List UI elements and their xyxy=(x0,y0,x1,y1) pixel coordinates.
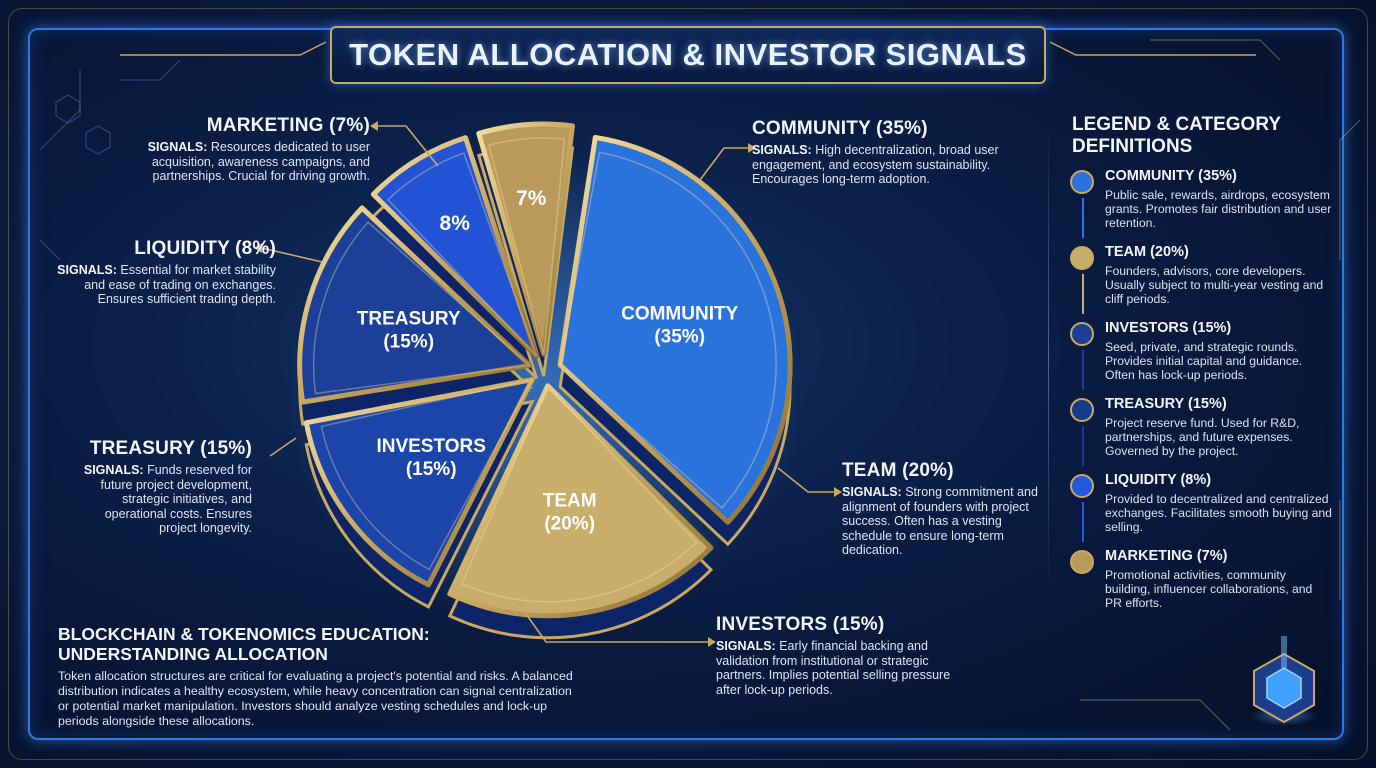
leader-lines xyxy=(261,125,834,643)
legend: COMMUNITY (35%) Public sale, rewards, air… xyxy=(1070,168,1332,624)
pie-slice-label: TEAM(20%) xyxy=(543,490,597,534)
legend-connector xyxy=(1082,274,1084,314)
pie-slice-marketing xyxy=(476,121,575,357)
annotation-liquidity: LIQUIDITY (8%) SIGNALS: Essential for ma… xyxy=(36,238,276,307)
annotation-marketing: MARKETING (7%) SIGNALS: Resources dedica… xyxy=(90,115,370,184)
circuit-decoration-right xyxy=(1080,39,1361,731)
legend-connector xyxy=(1082,350,1084,390)
legend-item-text: Public sale, rewards, airdrops, ecosyste… xyxy=(1105,188,1332,230)
pie-slice-inner-border xyxy=(460,384,698,603)
legend-item-label: MARKETING (7%) xyxy=(1105,548,1228,564)
annotation-treasury: TREASURY (15%) SIGNALS: Funds reserved f… xyxy=(72,438,252,536)
legend-swatch xyxy=(1070,170,1094,194)
legend-item: LIQUIDITY (8%) Provided to decentralized … xyxy=(1070,472,1332,548)
legend-swatch xyxy=(1070,398,1094,422)
legend-swatch xyxy=(1070,474,1094,498)
outer-frame xyxy=(8,8,1368,760)
legend-item-text: Provided to decentralized and centralize… xyxy=(1105,492,1332,534)
legend-item-label: COMMUNITY (35%) xyxy=(1105,168,1237,184)
legend-swatch xyxy=(1070,550,1094,574)
legend-item-text: Founders, advisors, core developers. Usu… xyxy=(1105,264,1324,306)
annotation-investors: INVESTORS (15%) SIGNALS: Early financial… xyxy=(716,614,952,697)
legend-item-label: INVESTORS (15%) xyxy=(1105,320,1232,336)
arrowheads xyxy=(254,121,842,647)
signals-label: SIGNALS: xyxy=(83,463,144,477)
pie-slice-inner-border xyxy=(312,221,532,395)
blockchain-cube-icon xyxy=(1250,636,1318,726)
annotation-liquidity-text: Essential for market stability and ease … xyxy=(84,263,276,307)
annotation-investors-head: INVESTORS (15%) xyxy=(716,614,885,635)
pie-slice-inner-border xyxy=(386,152,538,357)
legend-connector xyxy=(1082,502,1084,542)
pie-slice-label: 8% xyxy=(440,212,471,235)
legend-item-label: TREASURY (15%) xyxy=(1105,396,1227,412)
education-section: BLOCKCHAIN & TOKENOMICS EDUCATION: UNDER… xyxy=(58,624,618,729)
legend-item: MARKETING (7%) Promotional activities, co… xyxy=(1070,548,1332,624)
legend-item: COMMUNITY (35%) Public sale, rewards, air… xyxy=(1070,168,1332,244)
signals-label: SIGNALS: xyxy=(716,639,776,653)
legend-item: TEAM (20%) Founders, advisors, core devel… xyxy=(1070,244,1332,320)
pie-slice-liquidity xyxy=(370,135,540,359)
circuit-decoration-left xyxy=(39,59,181,261)
annotation-community: COMMUNITY (35%) SIGNALS: High decentrali… xyxy=(752,118,1014,187)
annotation-community-head: COMMUNITY (35%) xyxy=(752,118,928,139)
legend-swatch xyxy=(1070,246,1094,270)
legend-item-label: LIQUIDITY (8%) xyxy=(1105,472,1212,488)
signals-label: SIGNALS: xyxy=(57,263,117,277)
pie-slice-label: COMMUNITY(35%) xyxy=(621,304,738,348)
pie-slice-treasury xyxy=(297,205,533,405)
legend-item-label: TEAM (20%) xyxy=(1105,244,1189,260)
legend-divider xyxy=(1048,116,1049,596)
annotation-investors-text: Early financial backing and validation f… xyxy=(716,639,951,697)
signals-label: SIGNALS: xyxy=(147,140,208,154)
annotation-team-text: Strong commitment and alignment of found… xyxy=(842,485,1038,558)
legend-item-text: Promotional activities, community buildi… xyxy=(1105,568,1313,610)
title-plate: TOKEN ALLOCATION & INVESTOR SIGNALS xyxy=(330,26,1046,84)
annotation-liquidity-head: LIQUIDITY (8%) xyxy=(134,238,276,259)
annotation-team: TEAM (20%) SIGNALS: Strong commitment an… xyxy=(842,460,1038,558)
title-flourish xyxy=(120,41,1256,56)
pie-slice-label: TREASURY(15%) xyxy=(357,308,461,352)
annotation-marketing-text: Resources dedicated to user acquisition,… xyxy=(151,140,370,184)
legend-item: TREASURY (15%) Project reserve fund. Used… xyxy=(1070,396,1332,472)
annotation-community-text: High decentralization, broad user engage… xyxy=(752,143,999,187)
legend-item-text: Project reserve fund. Used for R&D, part… xyxy=(1105,416,1300,458)
signals-label: SIGNALS: xyxy=(752,143,812,157)
pie-slice-community xyxy=(557,135,793,525)
annotation-team-head: TEAM (20%) xyxy=(842,460,954,481)
legend-title: LEGEND & CATEGORY DEFINITIONS xyxy=(1072,114,1281,157)
pie-slice-label: INVESTORS(15%) xyxy=(376,436,485,480)
pie-slice-inner-border xyxy=(320,378,534,571)
annotation-treasury-head: TREASURY (15%) xyxy=(89,438,252,459)
pie-slice-label: 7% xyxy=(516,187,547,210)
pie-slice-inner-border xyxy=(559,151,777,509)
legend-swatch xyxy=(1070,322,1094,346)
legend-item-text: Seed, private, and strategic rounds. Pro… xyxy=(1105,340,1303,382)
signals-label: SIGNALS: xyxy=(842,485,902,499)
legend-connector xyxy=(1082,426,1084,466)
education-text: Token allocation structures are critical… xyxy=(58,669,573,728)
annotation-treasury-text: Funds reserved for future project develo… xyxy=(100,463,252,536)
page-title: TOKEN ALLOCATION & INVESTOR SIGNALS xyxy=(349,37,1027,72)
education-heading: BLOCKCHAIN & TOKENOMICS EDUCATION: UNDER… xyxy=(58,624,430,664)
pie-slice-team xyxy=(447,383,714,619)
legend-connector xyxy=(1082,198,1084,238)
legend-item: INVESTORS (15%) Seed, private, and strate… xyxy=(1070,320,1332,396)
annotation-marketing-head: MARKETING (7%) xyxy=(206,115,370,136)
pie-slice-inner-border xyxy=(487,137,566,355)
pie-slice-investors xyxy=(303,377,535,588)
